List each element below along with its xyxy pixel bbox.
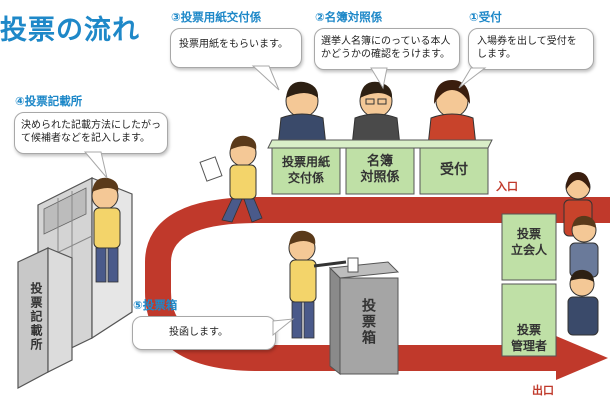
step-3-text: 投票用紙をもらいます。 [179,39,288,50]
step-4-title: ④投票記載所 [15,94,83,108]
step-4-text-line-1: 決められた記載方法にしたがっ [21,120,161,131]
step-1-bubble: ①受付 入場券を出して受付を します。 [458,10,594,89]
step-3-title: ③投票用紙交付係 [171,10,262,24]
step-1-tail [458,67,487,89]
step-2-text-line-2: かどうかの確認をうけます。 [321,49,450,60]
step-3-tail [251,65,280,91]
step-1-text-line-2: します。 [477,49,516,60]
voter-figure-booth [91,177,121,283]
step-2-title: ②名簿対照係 [315,10,383,24]
desk-label-reception: 受付 [440,162,468,178]
step-1-text-line-1: 入場券を出して受付を [477,36,577,47]
step-2-tail [370,67,388,90]
step-2-bubble: ②名簿対照係 選挙人名簿にのっている本人 かどうかの確認をうけます。 [314,10,460,90]
flow-arrow [145,197,610,380]
official-figure-issue [277,81,327,147]
official-figure-observers [563,172,599,336]
observer-desk [501,213,557,357]
step-4-bubble: ④投票記載所 決められた記載方法にしたがっ て候補者などを記入します。 [14,94,168,179]
step-2-text-line-1: 選挙人名簿にのっている本人 [321,36,451,47]
observer-label: 投票 立会人 [510,227,547,257]
exit-label: 出口 [532,384,554,397]
entrance-label: 入口 [496,180,518,193]
step-5-bubble: ⑤投票箱 投函します。 [132,298,295,350]
page-title: 投票の流れ [0,15,140,46]
step-5-tail [272,318,295,337]
step-3-bubble: ③投票用紙交付係 投票用紙をもらいます。 [170,10,302,91]
voter-figure-casting [288,230,347,339]
step-5-title: ⑤投票箱 [133,298,178,312]
step-1-title: ①受付 [469,10,502,24]
official-figure-roster [351,81,401,147]
voter-figure-walking [199,135,263,223]
booth-label: 投票記載所 [29,282,43,352]
ballot-box-label: 投票箱 [360,298,376,346]
manager-label: 投票 管理者 [510,323,547,353]
desk-label-roster-check: 名簿 対照係 [360,154,400,185]
reception-desks [267,139,493,195]
step-4-text-line-2: て候補者などを記入します。 [21,133,150,144]
step-4-tail [83,151,108,179]
desk-label-ballot-issue: 投票用紙 交付係 [281,155,330,185]
official-figure-reception [427,80,477,147]
ballot-box [328,257,400,376]
step-5-text: 投函します。 [169,327,228,338]
